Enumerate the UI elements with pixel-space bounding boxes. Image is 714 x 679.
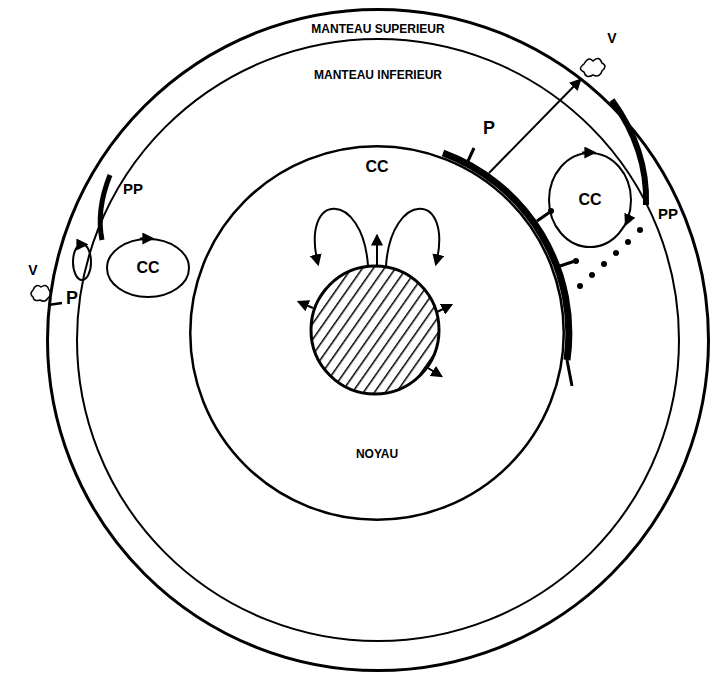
region-label: NOYAU xyxy=(356,448,398,462)
plate-dot xyxy=(589,272,595,278)
plume-head xyxy=(573,258,579,264)
plume-label: P xyxy=(66,288,78,309)
plume-spike xyxy=(468,148,474,161)
plate-dot xyxy=(637,227,643,233)
core-arrow xyxy=(428,368,441,376)
plate-dot xyxy=(613,250,619,256)
plate-dot xyxy=(601,261,607,267)
lower-mantle-region: MANTEAU INFERIEUR CC CC NOYAU xyxy=(76,38,680,642)
plate-label: PP xyxy=(658,205,678,222)
volcano-symbol xyxy=(581,58,606,76)
cell-arrow xyxy=(78,244,86,246)
plate-dot xyxy=(625,239,631,245)
volcano-symbol xyxy=(31,286,51,302)
region-outline xyxy=(76,38,680,642)
volcano-label: V xyxy=(28,262,37,278)
plume-line xyxy=(489,80,580,173)
plume-spike xyxy=(560,261,575,266)
region-outline xyxy=(189,145,565,521)
region-label: MANTEAU INFERIEUR xyxy=(314,69,442,83)
cell-ellipse xyxy=(107,239,189,297)
boundary-circle xyxy=(48,10,709,671)
plate-label: PP xyxy=(123,180,143,197)
convection-cell: CC xyxy=(548,152,632,248)
convection-loop xyxy=(315,209,368,266)
cell-ellipse xyxy=(549,153,631,247)
convection-label: CC xyxy=(365,158,388,176)
region-label: CC xyxy=(578,191,601,209)
plume-spike xyxy=(537,212,550,221)
plate-dot xyxy=(577,283,583,289)
inner-core xyxy=(311,266,439,394)
convection-loop xyxy=(386,209,439,266)
boundary-circle xyxy=(77,39,679,641)
slab-tail xyxy=(567,360,572,386)
core-arrow xyxy=(299,302,313,308)
plume-label: P xyxy=(483,118,495,139)
core-region: NOYAU xyxy=(189,145,565,521)
slab-layer xyxy=(443,153,569,360)
boundary-circle xyxy=(190,146,564,520)
region-label: MANTEAU SUPERIEUR xyxy=(311,23,444,37)
region-outline xyxy=(46,8,710,672)
region-label: CC xyxy=(136,259,159,277)
volcano-label: V xyxy=(607,30,616,46)
core-arrow xyxy=(437,305,451,312)
convection-arrow xyxy=(376,236,378,266)
convection-cell: CC xyxy=(106,238,190,298)
upper-mantle-region: MANTEAU SUPERIEUR MANTEAU INFERIEUR CC CC NO… xyxy=(46,8,710,672)
